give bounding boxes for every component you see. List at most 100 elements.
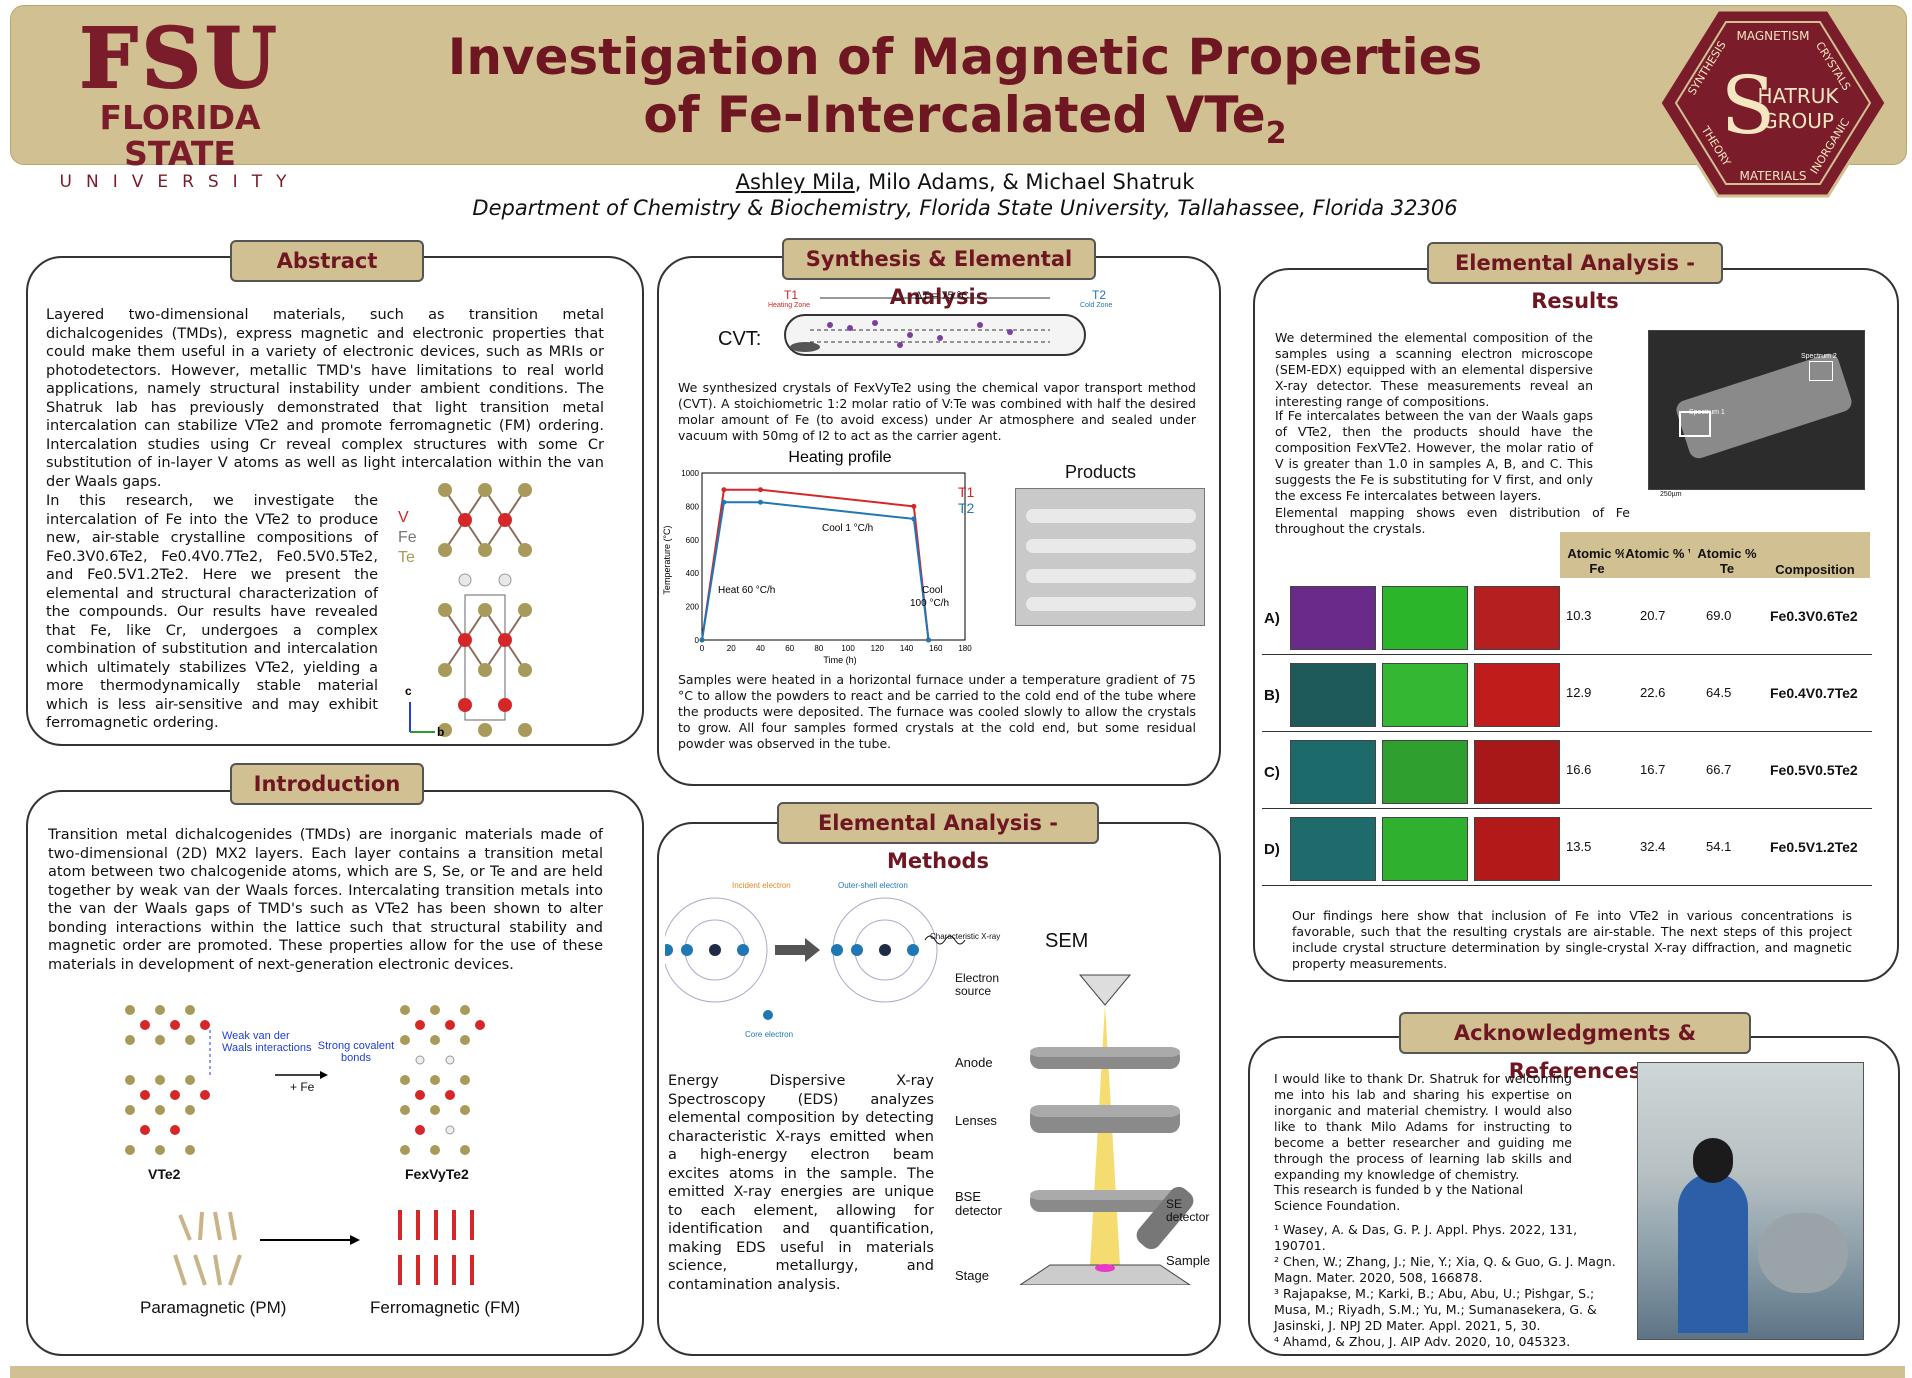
t1-zone: Heating Zone	[768, 302, 811, 309]
map-te	[1382, 817, 1468, 886]
fsu-letters: FSU	[79, 11, 281, 107]
incident-electron-label: Incident electron	[732, 881, 791, 890]
sample-label: Sample	[1166, 1253, 1211, 1268]
vte2-crystal-structure: c b	[405, 483, 532, 739]
results-title: Elemental Analysis - Results	[1427, 242, 1723, 313]
sem-column-diagram	[1020, 974, 1194, 1285]
map-v	[1474, 740, 1560, 809]
delta-t-label: ΔT = 75 °C	[915, 290, 970, 302]
results-p1: We determined the elemental composition …	[1275, 330, 1593, 409]
results-p3: Elemental mapping shows even distributio…	[1275, 505, 1630, 536]
outer-shell-label: Outer-shell electron	[838, 881, 908, 890]
map-v	[1474, 817, 1560, 886]
abstract-p2: In this research, we investigate the int…	[46, 493, 378, 731]
data-point-t2	[911, 516, 917, 522]
x-tick-label: 40	[756, 644, 765, 653]
title-line1: Investigation of Magnetic Properties	[447, 28, 1483, 86]
x-tick-label: 80	[814, 644, 823, 653]
map-fe	[1290, 817, 1376, 886]
introduction-panel	[26, 790, 644, 1356]
row-label: B)	[1264, 687, 1280, 704]
y-tick-label: 600	[686, 536, 700, 545]
t2-zone: Cold Zone	[1080, 302, 1113, 309]
results-p4: Our findings here show that inclusion of…	[1292, 908, 1852, 971]
ref-2: ² Chen, W.; Zhang, J.; Nie, Y.; Xia, Q. …	[1274, 1254, 1616, 1285]
vte2-label: VTe2	[148, 1166, 181, 1182]
data-point-t1	[757, 487, 763, 493]
row-label: A)	[1264, 610, 1280, 627]
x-tick-label: 160	[929, 644, 943, 653]
map-v	[1474, 586, 1560, 655]
logo-name-line2: GROUP	[1762, 109, 1834, 133]
ack-references: ¹ Wasey, A. & Das, G. P. J. Appl. Phys. …	[1274, 1222, 1624, 1350]
y-tick-label: 200	[686, 603, 700, 612]
y-tick-label: 800	[686, 502, 700, 511]
introduction-text: Transition metal dichalcogenides (TMDs) …	[48, 827, 603, 973]
cell-te: 66.7	[1706, 762, 1732, 777]
authors: Ashley Mila, Milo Adams, & Michael Shatr…	[330, 170, 1600, 194]
row-label: D)	[1264, 841, 1280, 858]
axis-c: c	[405, 684, 412, 698]
cell-fe: 13.5	[1566, 839, 1592, 854]
cell-v: 22.6	[1640, 685, 1666, 700]
logo-materials: MATERIALS	[1740, 169, 1807, 183]
sem-spectrum2: Spectrum 2	[1801, 353, 1837, 360]
bse-detector-label: BSE detector	[955, 1189, 1002, 1218]
series-line-t2	[701, 501, 930, 641]
fsu-university: UNIVERSITY	[59, 172, 301, 192]
ref-4: ⁴ Ahamd, & Zhou, J. AIP Adv. 2020, 10, 0…	[1274, 1334, 1571, 1349]
map-fe	[1290, 663, 1376, 732]
axis-b: b	[437, 725, 444, 739]
y-tick-label: 1000	[681, 469, 699, 478]
legend-fe: Fe	[398, 529, 417, 546]
poster-title: Investigation of Magnetic Properties of …	[330, 28, 1600, 163]
title-line2-prefix: of Fe-Intercalated VTe	[643, 86, 1266, 144]
t2-label: T2	[1092, 288, 1107, 302]
title-line2: of Fe-Intercalated VTe2	[330, 86, 1600, 163]
lenses-label: Lenses	[955, 1113, 997, 1128]
series-line-t1	[701, 488, 930, 641]
fsu-logo: FSU FLORIDA STATE UNIVERSITY	[55, 11, 305, 192]
legend-t1: T1	[958, 484, 975, 500]
chart-frame	[701, 472, 966, 641]
sem-spectrum1: Spectrum 1	[1689, 409, 1725, 416]
abstract-title: Abstract	[230, 240, 424, 282]
cell-te: 69.0	[1706, 608, 1732, 623]
x-tick-label: 140	[900, 644, 914, 653]
data-point-t2	[757, 499, 763, 505]
characteristic-xray-label: Characteristic X-ray	[930, 932, 1001, 941]
row-label: C)	[1264, 764, 1280, 781]
atom-legend: V Fe Te	[398, 508, 417, 568]
ferromagnetic-label: Ferromagnetic (FM)	[370, 1298, 521, 1317]
methods-title: Elemental Analysis - Methods	[777, 802, 1099, 873]
spin-arrows-diagram	[173, 1210, 474, 1286]
map-te	[1382, 740, 1468, 809]
cell-te: 54.1	[1706, 839, 1732, 854]
shatruk-group-logo: MAGNETISM CRYSTALS INORGANIC MATERIALS T…	[1658, 8, 1888, 198]
x-tick-label: 60	[785, 644, 794, 653]
header-fe: Atomic % Fe	[1560, 546, 1634, 576]
data-point-t2	[721, 499, 727, 505]
chart-xlabel: Time (h)	[823, 655, 856, 665]
cell-v: 20.7	[1640, 608, 1666, 623]
cell-fe: 10.3	[1566, 608, 1592, 623]
legend-t2: T2	[958, 500, 975, 516]
stage-label: Stage	[955, 1268, 989, 1283]
introduction-title: Introduction	[230, 763, 424, 805]
lab-photo	[1637, 1062, 1864, 1340]
heating-profile-chart: Heating profile Time (h) Temperature (°C…	[662, 449, 975, 665]
data-point-t2	[699, 637, 705, 643]
methods-text: Energy Dispersive X-ray Spectroscopy (ED…	[668, 1073, 934, 1293]
cell-fe: 16.6	[1566, 762, 1592, 777]
map-te	[1382, 586, 1468, 655]
map-v	[1474, 663, 1560, 732]
author-first: Ashley Mila	[735, 170, 855, 194]
results-table-header: Atomic % Fe Atomic % V Atomic % Te Compo…	[1560, 532, 1870, 578]
legend-v: V	[398, 509, 409, 526]
sem-title: SEM	[1045, 930, 1089, 952]
title-line2-sub: 2	[1265, 116, 1287, 151]
abstract-panel	[26, 256, 644, 746]
